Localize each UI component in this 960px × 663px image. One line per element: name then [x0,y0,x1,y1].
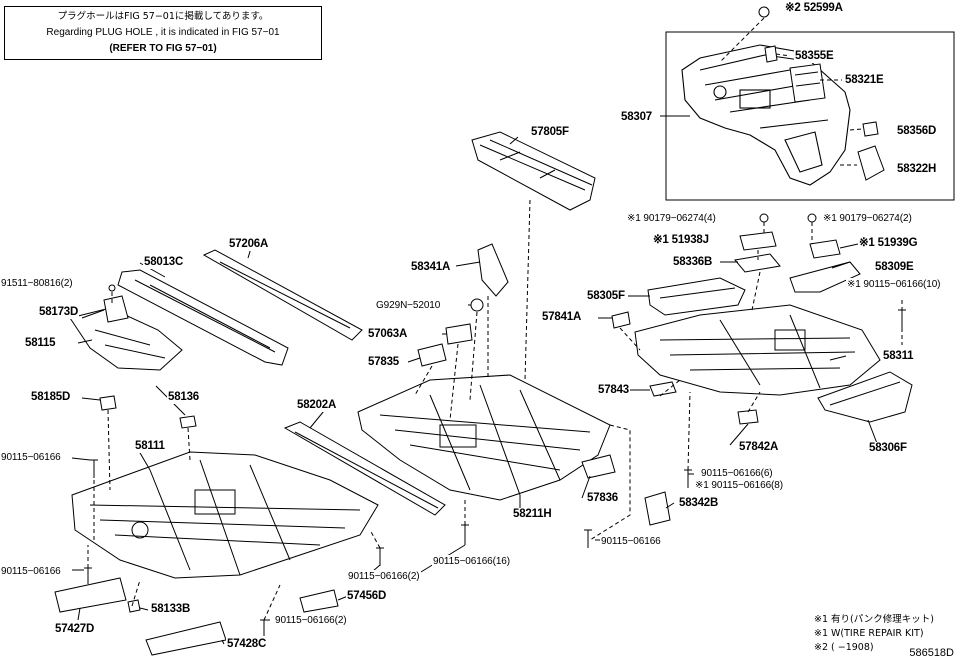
label-90115-a[interactable]: 90115−06166 [0,451,62,464]
member-58013C-shape [117,269,289,366]
label-91511[interactable]: 91511−80816(2) [0,277,74,290]
label-57427D[interactable]: 57427D [54,623,96,636]
note-line-ref: (REFER TO FIG 57−01) [109,43,217,54]
plug-G929N-shape [470,298,484,312]
clip-52599A-shape [758,6,770,18]
label-51938J[interactable]: ※1 51938J [652,234,710,247]
rear-floor-58311-shape [634,304,881,396]
figure-id: 586518D [909,647,954,659]
bolt-91511-shape [108,284,116,292]
label-58322H[interactable]: 58322H [896,163,938,176]
clip-58136-shape [179,415,197,429]
bracket-58173D-shape [103,295,129,323]
label-90115-c[interactable]: 90115−06166 [0,565,62,578]
bracket-58321E-shape [789,63,826,103]
note-line-en: Regarding PLUG HOLE , it is indicated in… [46,27,280,38]
member-58305F-shape [647,277,746,316]
patch-57841A-shape [611,311,631,329]
label-58013C[interactable]: 58013C [143,256,185,269]
label-52599A[interactable]: ※2 52599A [784,2,844,15]
patch-57427D-shape [54,577,127,613]
bracket-58355E-shape [764,45,778,63]
label-57206A[interactable]: 57206A [228,238,270,251]
label-58136[interactable]: 58136 [167,391,200,404]
label-90179-2[interactable]: ※1 90179−06274(2) [822,212,913,225]
patch-57428C-shape [145,621,227,656]
label-58341A[interactable]: 58341A [410,261,452,274]
dash-panel-shape [681,44,851,186]
label-57456D[interactable]: 57456D [346,590,388,603]
member-58306F-shape [817,371,913,423]
label-90179-4[interactable]: ※1 90179−06274(4) [626,212,717,225]
label-90115-2b[interactable]: 90115−06166(2) [274,614,348,627]
label-58356D[interactable]: 58356D [896,125,938,138]
member-58309E-shape [789,261,861,293]
bracket-58322H-shape [857,145,885,181]
bolt-90179a-shape [759,213,769,223]
label-57843[interactable]: 57843 [597,384,630,397]
center-floor-58211H-shape [357,374,611,501]
label-57063A[interactable]: 57063A [367,328,409,341]
legend-line-1: ※1 有り(パンク修理キット) [814,614,934,625]
label-58336B[interactable]: 58336B [672,256,714,269]
bracket-51939G-shape [809,239,841,259]
label-51939G[interactable]: ※1 51939G [858,237,919,250]
plug-hole-note: プラグホールはFIG 57−01に掲載してあります。 Regarding PLU… [4,6,322,60]
clip-58356D-shape [862,121,879,137]
member-58202A-shape [283,421,446,516]
label-58173D[interactable]: 58173D [38,306,80,319]
label-58342B[interactable]: 58342B [678,497,720,510]
legend: ※1 有り(パンク修理キット) ※1 W(TIRE REPAIR KIT) ※2… [814,613,934,655]
label-57805F[interactable]: 57805F [530,126,570,139]
label-57428C[interactable]: 57428C [226,638,268,651]
note-line-jp: プラグホールはFIG 57−01に掲載してあります。 [57,11,269,22]
legend-line-2: ※1 W(TIRE REPAIR KIT) [814,628,924,639]
label-58202A[interactable]: 58202A [296,399,338,412]
label-58185D[interactable]: 58185D [30,391,72,404]
label-58321E[interactable]: 58321E [844,74,885,87]
reinforcement-57805F-shape [471,131,596,211]
patch-57456D-shape [299,589,339,613]
legend-line-3: ※2 ( −1908) [814,642,874,653]
label-58355E[interactable]: 58355E [794,50,835,63]
bolt-90179b-shape [807,213,817,223]
clip-58133B-shape [127,599,141,613]
label-90115-b[interactable]: 90115−06166 [600,535,662,548]
label-90115-8[interactable]: ※1 90115−06166(8) [694,479,784,492]
bracket-58342B-shape [644,491,671,526]
patch-57842A-shape [737,409,759,425]
patch-57843-shape [649,381,677,397]
bracket-58341A-shape [477,243,509,297]
label-57842A[interactable]: 57842A [738,441,780,454]
label-58133B[interactable]: 58133B [150,603,192,616]
label-90115-16[interactable]: 90115−06166(16) [432,555,511,568]
label-58309E[interactable]: 58309E [874,261,915,274]
label-58307[interactable]: 58307 [620,111,653,124]
bracket-58336B-shape [734,253,781,273]
patch-57063A-shape [445,323,473,345]
label-90115-2a[interactable]: 90115−06166(2) [347,570,421,583]
label-58211H[interactable]: 58211H [512,508,553,521]
label-58306F[interactable]: 58306F [868,442,908,455]
label-G929N[interactable]: G929N−52010 [375,299,442,312]
patch-57835-shape [417,343,447,367]
label-58115[interactable]: 58115 [24,337,57,350]
label-57836[interactable]: 57836 [586,492,619,505]
strip-57206A-shape [202,249,363,341]
label-57835[interactable]: 57835 [367,356,400,369]
label-57841A[interactable]: 57841A [541,311,583,324]
patch-57836-shape [581,454,616,479]
bracket-51938J-shape [739,231,777,251]
dash-leaders [719,17,863,166]
assembly-leaders [87,199,903,621]
label-58311[interactable]: 58311 [882,350,915,363]
front-floor-58111-shape [71,451,379,579]
label-90115-10[interactable]: ※1 90115−06166(10) [846,278,942,291]
label-90115-6[interactable]: 90115−06166(6) [700,467,774,480]
label-58111[interactable]: 58111 [134,440,166,453]
clip-58185D-shape [99,395,117,411]
label-58305F[interactable]: 58305F [586,290,626,303]
